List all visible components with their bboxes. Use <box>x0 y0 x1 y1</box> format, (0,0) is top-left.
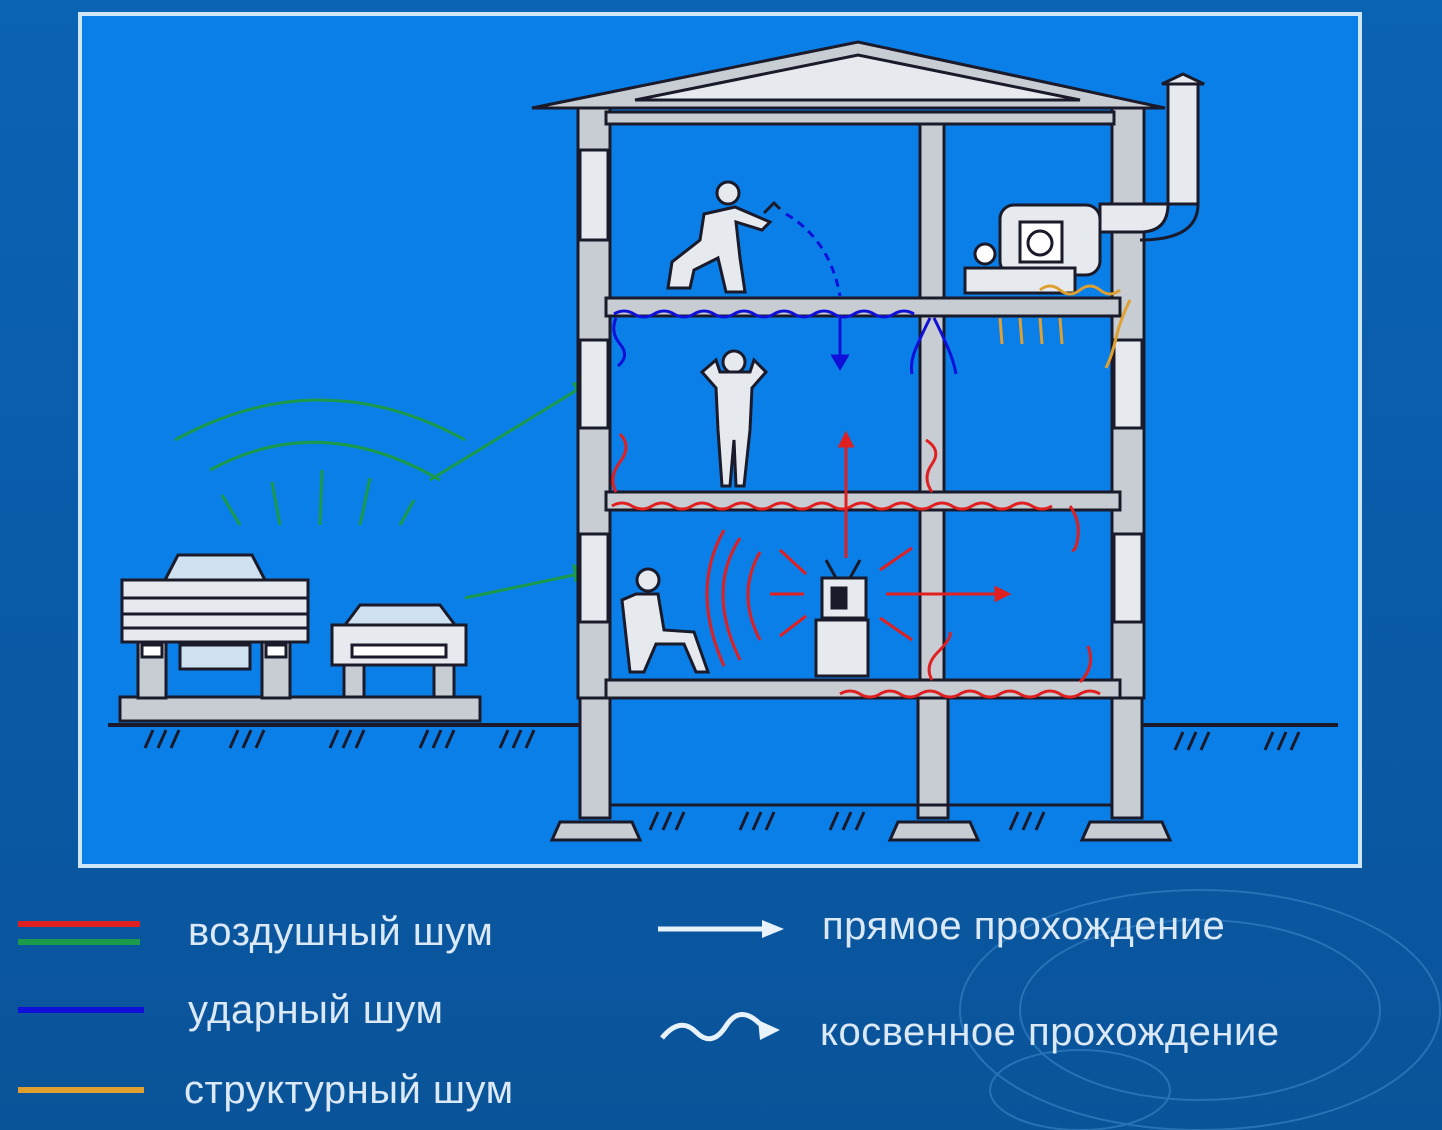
ventilation-icon <box>963 72 1205 295</box>
slab-2 <box>604 490 1122 512</box>
legend-structural-label: структурный шум <box>184 1068 514 1112</box>
truck-icon <box>120 553 310 700</box>
legend-indirect-label: косвенное прохождение <box>820 1010 1280 1054</box>
ground <box>108 723 1338 831</box>
airborne-noise-paths <box>611 430 1101 699</box>
disturbed-person-icon <box>699 349 769 488</box>
road-slab <box>118 695 482 723</box>
seated-person-icon <box>620 567 711 674</box>
tv-icon <box>814 559 870 678</box>
structural-noise-paths <box>998 284 1132 369</box>
building <box>531 40 1173 842</box>
hammering-person-icon <box>666 180 782 294</box>
impact-noise-paths <box>612 212 958 375</box>
legend-indirect-arrow-icon <box>660 1012 780 1042</box>
background-ripples <box>959 889 1441 1130</box>
legend-airborne-swatch <box>18 921 140 945</box>
legend-direct-label: прямое прохождение <box>822 904 1226 948</box>
legend-direct-arrow-icon <box>658 920 784 938</box>
slab-3 <box>604 296 1122 318</box>
legend-airborne-label: воздушный шум <box>188 910 494 954</box>
legend-impact-label: ударный шум <box>188 988 444 1032</box>
car-icon <box>330 603 468 699</box>
slab-1 <box>604 678 1122 700</box>
